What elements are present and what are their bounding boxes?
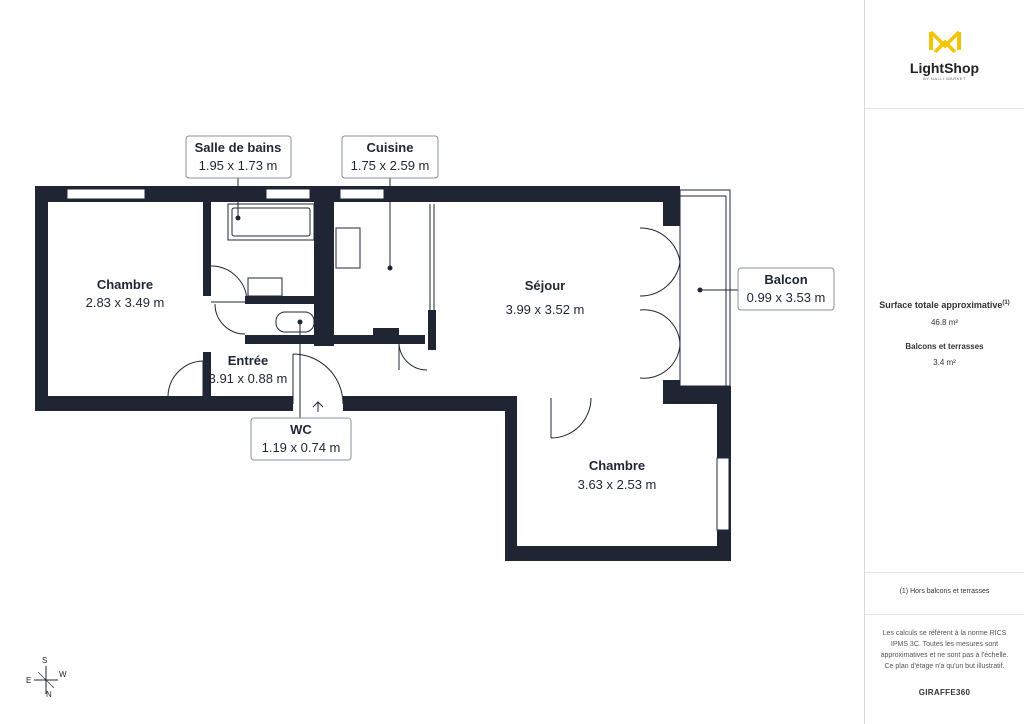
logo-name: LightShop	[909, 60, 980, 76]
wall-bottom-middle	[343, 396, 509, 411]
window-chambre2	[716, 457, 730, 531]
room-dims-chambre-1: 2.83 x 3.49 m	[86, 295, 165, 310]
door-arc-wc	[214, 303, 246, 335]
room-dims-salle-de-bains: 1.95 x 1.73 m	[199, 158, 278, 173]
room-name-chambre-1: Chambre	[97, 277, 153, 292]
room-dims-entree: 3.91 x 0.88 m	[209, 371, 288, 386]
credit: GIRAFFE360	[918, 688, 971, 697]
wall-bath-bottom	[245, 296, 320, 304]
room-name-wc: WC	[290, 422, 312, 437]
room-dims-wc: 1.19 x 0.74 m	[262, 440, 341, 455]
toilet	[275, 311, 315, 333]
disclaimer: Les calculs se réfèrent à la norme RICS …	[880, 630, 1009, 670]
windows	[66, 188, 730, 531]
balcony-rail	[679, 189, 731, 387]
room-name-sejour: Séjour	[525, 278, 565, 293]
compass-icon	[34, 666, 58, 694]
room-name-balcon: Balcon	[764, 272, 807, 287]
logo-tagline: BY NALLI MARKET	[923, 76, 966, 81]
fixtures	[167, 203, 681, 439]
door-arc-balcony-3	[639, 309, 681, 345]
callout-boxes	[185, 135, 835, 461]
dot-bath	[235, 215, 241, 221]
kitchen-block	[373, 328, 399, 344]
wall-sejour-right-top	[663, 186, 680, 226]
door-arc-entry	[292, 353, 344, 405]
dot-kitchen	[387, 265, 393, 271]
wall-chambre1-right-lower	[203, 352, 211, 396]
compass: S W E N	[24, 654, 74, 704]
floor-plan: Chambre 2.83 x 3.49 m Salle de bains 1.9…	[35, 135, 835, 561]
room-name-salle-de-bains: Salle de bains	[195, 140, 282, 155]
door-arc-balcony-4	[639, 343, 681, 379]
balcony-label: Balcons et terrasses	[905, 342, 984, 351]
door-arc-chambre1	[167, 360, 204, 397]
callout-box-wc	[250, 417, 352, 461]
bathtub-inner	[231, 207, 311, 237]
room-dims-balcon: 0.99 x 3.53 m	[747, 290, 826, 305]
door-arc-balcony-1	[639, 227, 681, 263]
room-name-chambre-2: Chambre	[589, 458, 645, 473]
balcony-value: 3.4 m²	[933, 358, 956, 367]
compass-s: S	[42, 656, 48, 665]
callout-box-bath	[185, 135, 292, 179]
compass-e: E	[26, 676, 32, 685]
wall-chambre2-bottom	[505, 546, 731, 561]
divider-1	[865, 572, 1024, 573]
logo-panel: LightShop BY NALLI MARKET	[865, 0, 1024, 109]
divider-2	[865, 614, 1024, 615]
leaders	[237, 178, 738, 418]
info-sidebar: LightShop BY NALLI MARKET Surface totale…	[864, 0, 1024, 724]
wall-chambre1-right	[203, 186, 211, 296]
window-chambre1	[66, 188, 146, 200]
total-surface-value: 46.8 m²	[930, 318, 959, 327]
compass-n: N	[46, 690, 52, 699]
room-dims-cuisine: 1.75 x 2.59 m	[351, 158, 430, 173]
window-bath	[265, 188, 311, 200]
stove	[335, 227, 361, 269]
room-dims-sejour: 3.99 x 3.52 m	[506, 302, 585, 317]
room-name-cuisine: Cuisine	[367, 140, 414, 155]
wall-chambre2-left	[505, 396, 517, 561]
dot-balcony	[697, 287, 703, 293]
wall-left	[35, 186, 48, 411]
wall-kitchen-right	[428, 310, 436, 350]
logo-icon	[929, 30, 961, 54]
door-arc-balcony-2	[639, 261, 681, 297]
wall-bath-kitchen	[314, 186, 334, 346]
total-surface-label: Surface totale approximative(1)	[879, 300, 1010, 310]
window-kitchen	[339, 188, 385, 200]
entry-arrow-head	[312, 401, 324, 408]
room-name-entree: Entrée	[228, 353, 268, 368]
dot-wc	[297, 319, 303, 325]
callout-box-balcony	[737, 267, 835, 311]
bathtub	[227, 203, 315, 241]
door-arc-chambre2	[550, 397, 592, 439]
room-dims-chambre-2: 3.63 x 2.53 m	[578, 477, 657, 492]
balcony-outline	[679, 189, 731, 387]
door-arc-kitchen	[398, 343, 428, 371]
sink	[247, 277, 283, 297]
wall-kitchen-bottom	[245, 335, 425, 344]
compass-w: W	[59, 670, 67, 679]
door-arc-bath	[210, 265, 248, 303]
door-gap-chambre2	[551, 396, 591, 411]
leader-dots	[235, 215, 703, 325]
wall-bottom-left	[35, 396, 293, 411]
footnote: (1) Hors balcons et terrasses	[899, 588, 990, 595]
walls	[35, 186, 731, 561]
callout-box-kitchen	[341, 135, 439, 179]
wall-sejour-right-bottom	[663, 380, 680, 398]
